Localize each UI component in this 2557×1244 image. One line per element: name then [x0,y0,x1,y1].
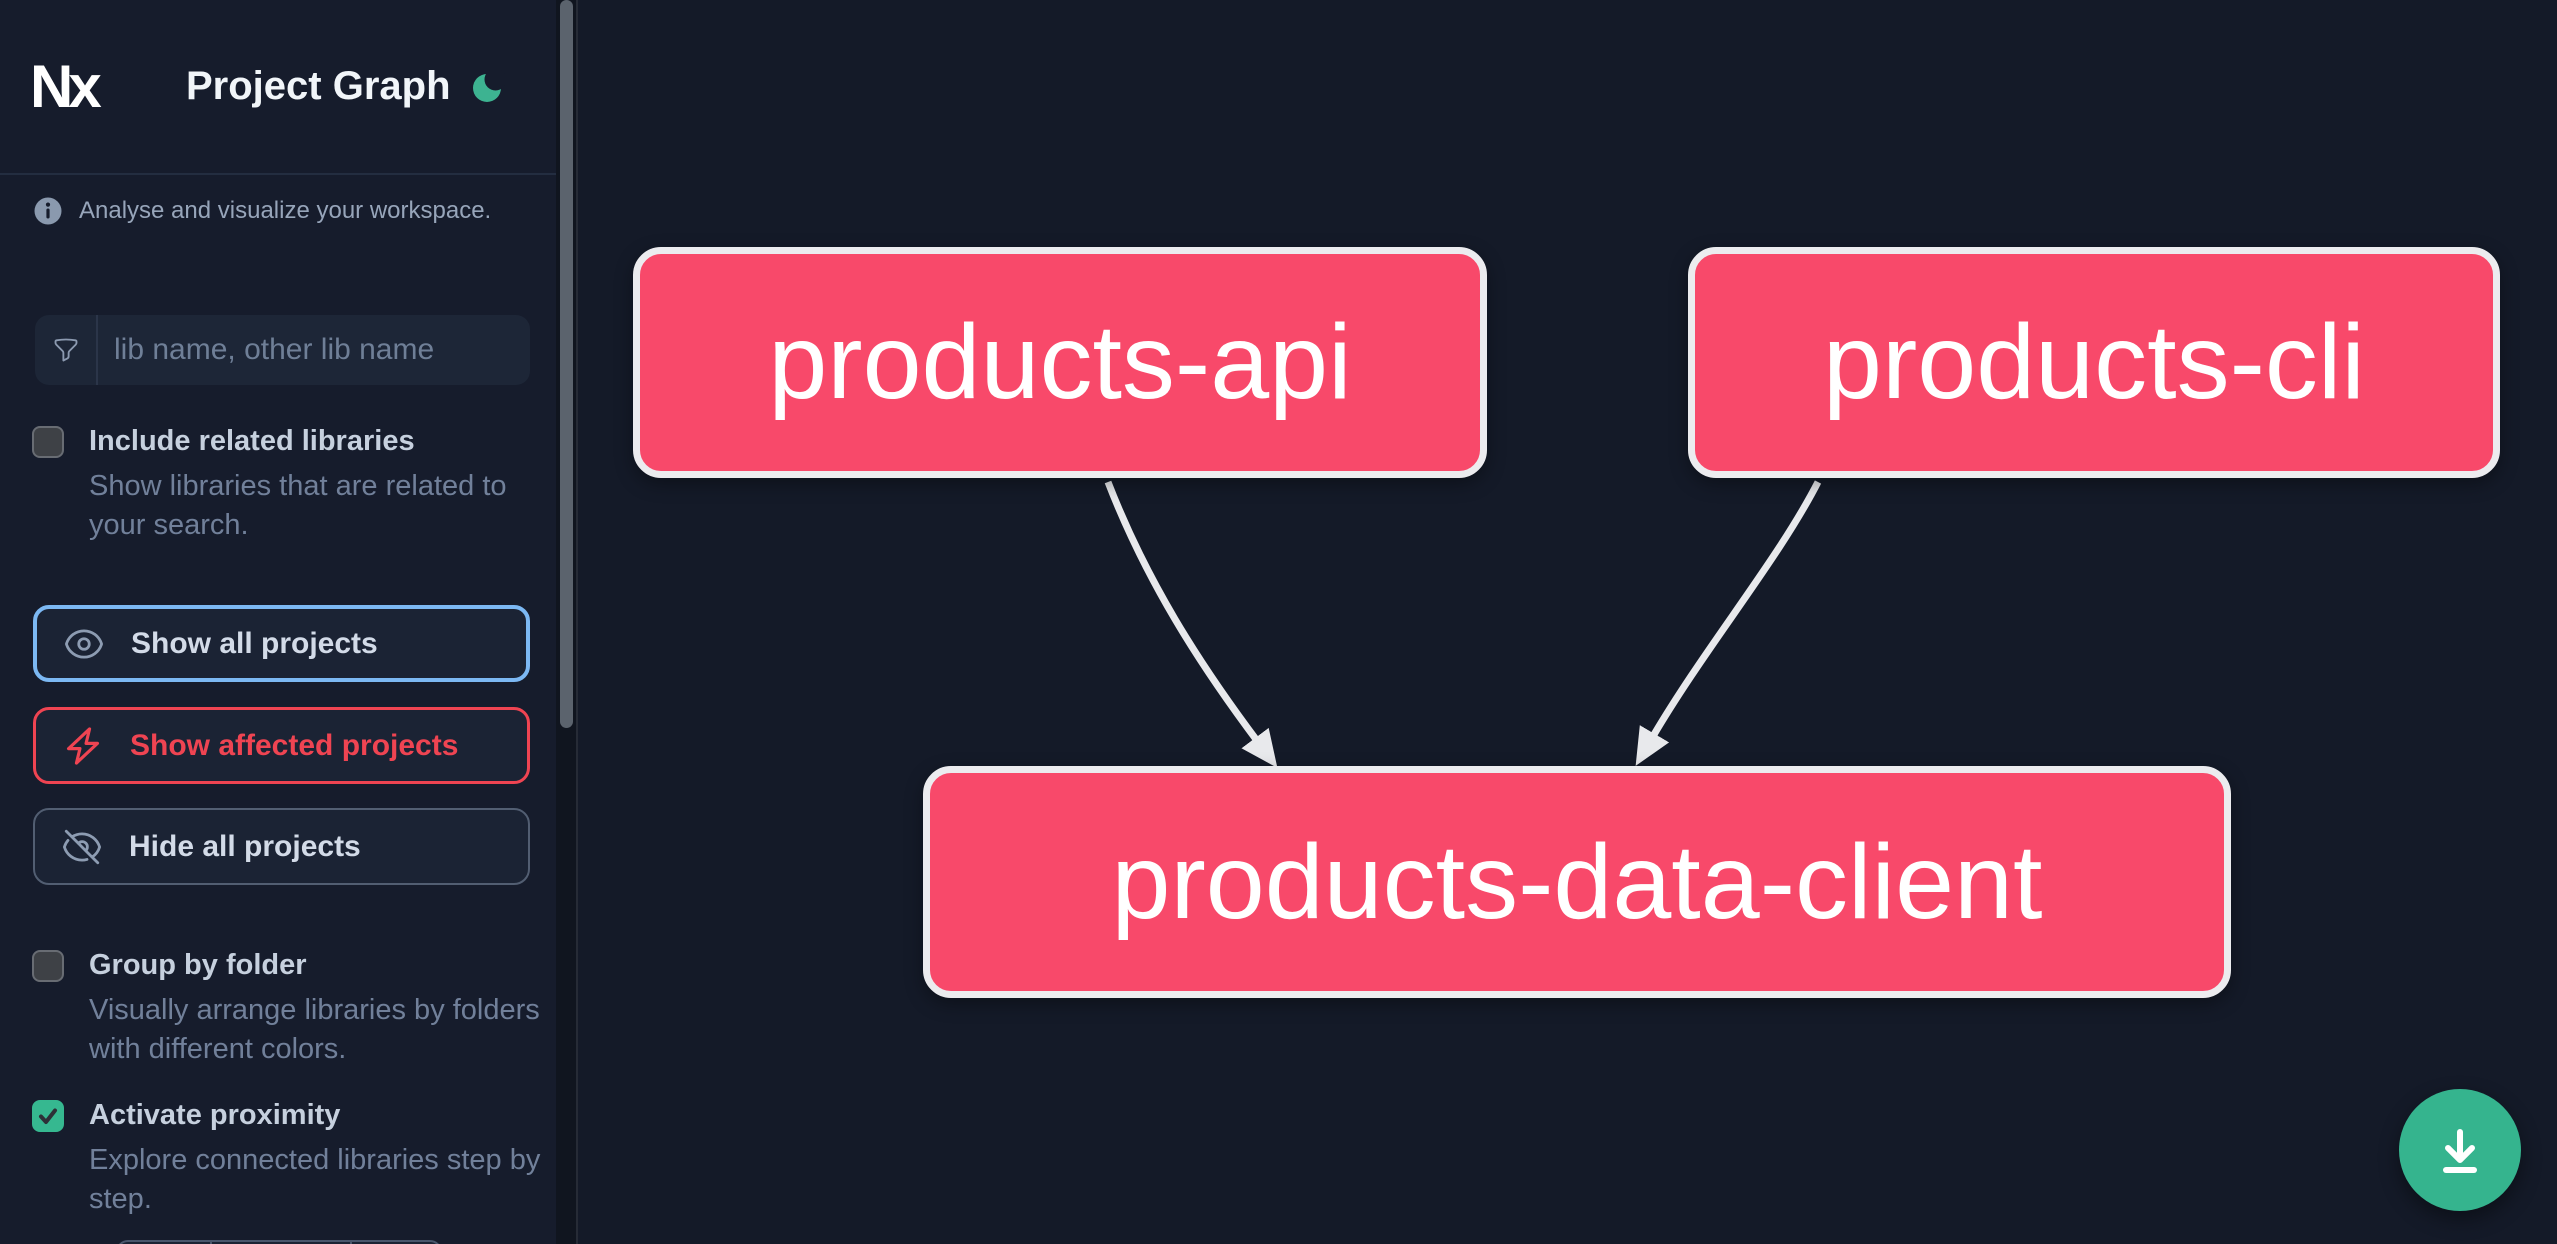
filter-icon-cell [35,315,98,385]
option-include-related-libraries: Include related libraries Show libraries… [32,425,544,545]
graph-node-products-cli[interactable]: products-cli [1688,247,2500,478]
nx-logo: Nx [30,53,102,120]
bolt-icon [66,726,100,765]
library-filter-input[interactable] [98,315,530,385]
activate-proximity-checkbox[interactable] [32,1100,64,1132]
option-group-by-folder: Group by folder Visually arrange librari… [32,949,544,1069]
group-by-folder-checkbox[interactable] [32,950,64,982]
graph-node-products-data-client[interactable]: products-data-client [923,766,2231,998]
option-label: Group by folder [89,949,307,981]
workspace-tagline-row: Analyse and visualize your workspace. [34,197,491,225]
sidebar-scrollbar-track[interactable] [556,0,578,1244]
proximity-depth-control [116,1240,442,1244]
node-label: products-data-client [1111,822,2043,941]
download-icon [2443,1129,2477,1173]
check-icon [39,1108,57,1124]
eye-icon [65,628,103,659]
node-label: products-api [768,303,1352,421]
option-label: Include related libraries [89,425,415,457]
eye-slash-icon [62,829,102,864]
option-activate-proximity: Activate proximity Explore connected lib… [32,1099,544,1219]
option-description: Explore connected libraries step by step… [89,1144,541,1215]
stepper-segment[interactable] [118,1242,212,1244]
option-description: Show libraries that are related to your … [89,470,507,541]
sidebar: Nx Project Graph Analyse and visualize y… [0,0,560,1244]
button-label: Hide all projects [129,829,361,863]
button-label: Show affected projects [130,728,459,762]
include-related-libraries-checkbox[interactable] [32,426,64,458]
graph-canvas[interactable] [578,0,2557,1244]
show-all-projects-button[interactable]: Show all projects [33,605,530,682]
button-label: Show all projects [131,626,378,660]
option-description: Visually arrange libraries by folders wi… [89,994,540,1065]
workspace-tagline: Analyse and visualize your workspace. [79,197,492,224]
project-filter-group [35,315,530,385]
download-graph-button[interactable] [2399,1089,2521,1211]
graph-node-products-api[interactable]: products-api [633,247,1487,478]
stepper-segment[interactable] [212,1242,352,1244]
info-icon [34,197,62,225]
sidebar-header: Nx Project Graph [0,0,560,175]
sidebar-scrollbar-thumb[interactable] [560,0,573,728]
theme-toggle-moon-icon[interactable] [472,69,506,104]
page-title: Project Graph [186,64,451,108]
hide-all-projects-button[interactable]: Hide all projects [33,808,530,885]
show-affected-projects-button[interactable]: Show affected projects [33,707,530,784]
option-label: Activate proximity [89,1099,341,1131]
filter-icon [54,338,77,362]
node-label: products-cli [1823,303,2365,421]
